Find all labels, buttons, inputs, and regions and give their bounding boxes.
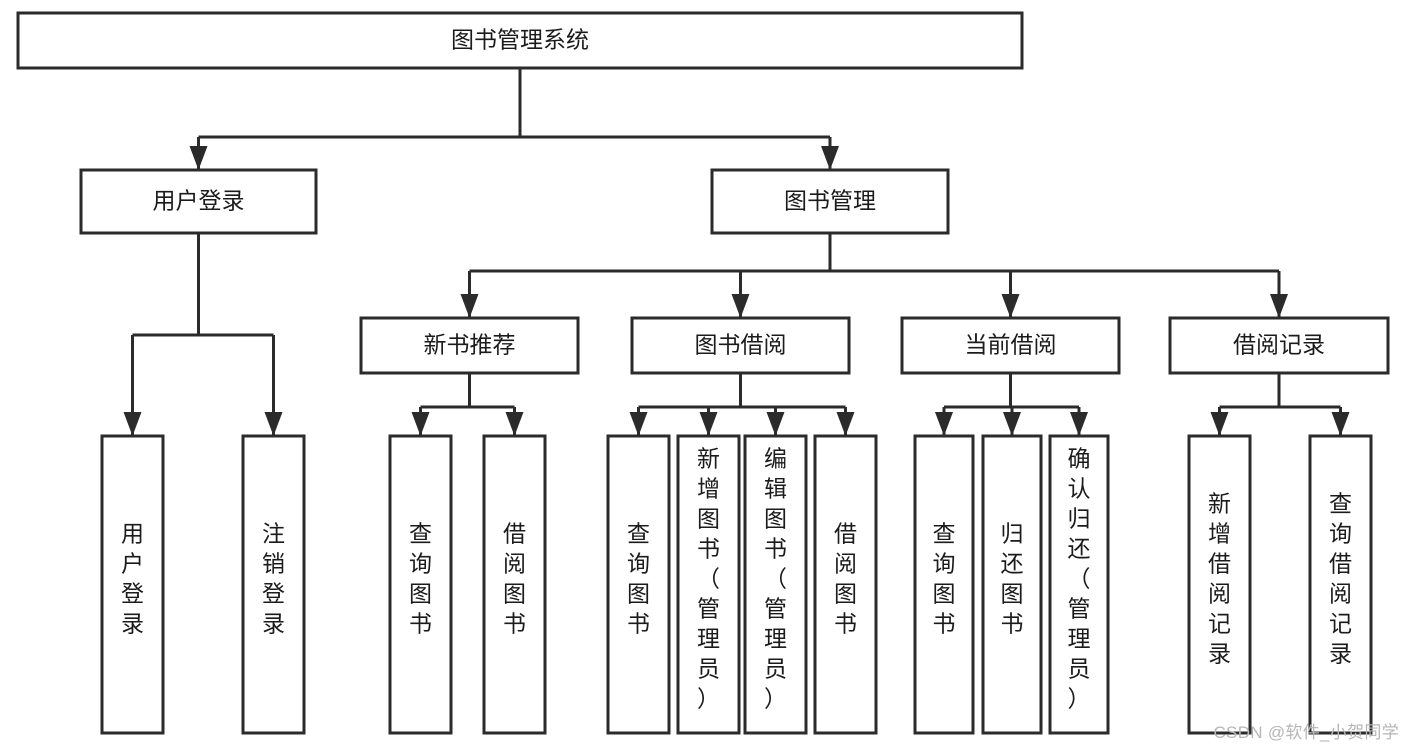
edge-group-new-book-rec xyxy=(411,373,524,436)
node-leaf-borrow-book-2[interactable]: 借阅图书 xyxy=(813,434,878,735)
node-box-leaf-borrow-book-2 xyxy=(813,434,878,735)
arrow-head-icon xyxy=(629,412,648,436)
node-label-leaf-user-logout: 注销登录 xyxy=(262,521,285,637)
node-borrow-record[interactable]: 借阅记录 xyxy=(1168,316,1390,375)
arrow-head-icon xyxy=(766,412,785,436)
arrow-head-icon xyxy=(1210,412,1229,436)
arrow-head-icon xyxy=(411,412,430,436)
arrow-head-icon xyxy=(189,146,208,170)
arrow-head-icon xyxy=(1270,294,1288,318)
node-box-leaf-query-record xyxy=(1308,434,1373,735)
node-label-book-manage: 图书管理 xyxy=(784,188,876,214)
node-label-leaf-borrow-book-2: 借阅图书 xyxy=(834,521,857,637)
arrow-head-icon xyxy=(1001,294,1020,318)
node-box-borrow-record xyxy=(1168,316,1390,375)
node-leaf-user-logout[interactable]: 注销登录 xyxy=(241,434,306,735)
edge-group-user-login xyxy=(123,233,283,436)
arrow-head-icon xyxy=(460,294,479,318)
node-box-root xyxy=(16,11,1024,70)
node-label-borrow-record: 借阅记录 xyxy=(1233,332,1325,358)
node-label-leaf-query-book-1: 查询图书 xyxy=(409,521,432,637)
arrow-head-icon xyxy=(836,412,855,436)
node-label-leaf-user-login: 用户登录 xyxy=(121,521,144,637)
node-box-user-login xyxy=(79,168,318,235)
arrow-head-icon xyxy=(821,146,839,170)
node-label-leaf-return-book: 归还图书 xyxy=(1001,521,1024,637)
node-root[interactable]: 图书管理系统 xyxy=(16,11,1024,70)
arrow-head-icon xyxy=(935,412,953,436)
node-label-user-login: 用户登录 xyxy=(153,188,245,214)
node-leaf-query-book-1[interactable]: 查询图书 xyxy=(388,434,453,735)
node-leaf-query-book-3[interactable]: 查询图书 xyxy=(913,434,975,735)
node-leaf-edit-book[interactable]: 编辑图书（管理员） xyxy=(743,434,808,735)
edge-group-root xyxy=(189,68,839,170)
node-box-leaf-add-record xyxy=(1187,434,1252,735)
node-label-leaf-edit-book: 编辑图书（管理员） xyxy=(764,446,787,712)
node-label-leaf-add-record: 新增借阅记录 xyxy=(1208,491,1231,667)
node-box-leaf-query-book-3 xyxy=(913,434,975,735)
node-box-leaf-add-book xyxy=(676,434,741,735)
arrow-head-icon xyxy=(1003,412,1021,436)
node-label-leaf-query-book-3: 查询图书 xyxy=(933,521,956,637)
node-box-leaf-query-book-1 xyxy=(388,434,453,735)
node-label-leaf-borrow-book-1: 借阅图书 xyxy=(503,521,526,637)
node-current-borrow[interactable]: 当前借阅 xyxy=(900,316,1121,375)
node-new-book-rec[interactable]: 新书推荐 xyxy=(359,316,580,375)
node-leaf-user-login[interactable]: 用户登录 xyxy=(100,434,165,735)
arrow-head-icon xyxy=(1331,412,1350,436)
node-label-leaf-add-book: 新增图书（管理员） xyxy=(697,446,720,712)
node-label-root: 图书管理系统 xyxy=(451,27,589,53)
arrow-head-icon xyxy=(123,412,142,436)
node-user-login[interactable]: 用户登录 xyxy=(79,168,318,235)
edge-group-current-borrow xyxy=(935,373,1088,436)
node-box-leaf-user-logout xyxy=(241,434,306,735)
arrow-head-icon xyxy=(264,412,283,436)
node-box-leaf-confirm-return xyxy=(1048,434,1110,735)
node-leaf-query-record[interactable]: 查询借阅记录 xyxy=(1308,434,1373,735)
node-label-leaf-confirm-return: 确认归还（管理员） xyxy=(1068,446,1091,712)
node-book-borrow[interactable]: 图书借阅 xyxy=(630,316,851,375)
node-leaf-return-book[interactable]: 归还图书 xyxy=(981,434,1043,735)
node-box-book-borrow xyxy=(630,316,851,375)
node-leaf-add-record[interactable]: 新增借阅记录 xyxy=(1187,434,1252,735)
node-box-leaf-edit-book xyxy=(743,434,808,735)
node-box-leaf-return-book xyxy=(981,434,1043,735)
arrow-head-icon xyxy=(699,412,718,436)
edge-group-book-borrow xyxy=(629,373,855,436)
connector-layer xyxy=(123,68,1350,436)
node-box-current-borrow xyxy=(900,316,1121,375)
arrow-head-icon xyxy=(731,294,750,318)
node-layer: 图书管理系统用户登录图书管理新书推荐图书借阅当前借阅借阅记录用户登录注销登录查询… xyxy=(16,11,1390,735)
node-box-leaf-borrow-book-1 xyxy=(482,434,547,735)
node-leaf-query-book-2[interactable]: 查询图书 xyxy=(606,434,671,735)
csdn-watermark: CSDN @软件_小贺同学 xyxy=(1213,723,1399,742)
node-book-manage[interactable]: 图书管理 xyxy=(710,168,950,235)
edge-group-borrow-record xyxy=(1210,373,1350,436)
node-leaf-borrow-book-1[interactable]: 借阅图书 xyxy=(482,434,547,735)
arrow-head-icon xyxy=(505,412,524,436)
node-label-leaf-query-record: 查询借阅记录 xyxy=(1329,491,1352,667)
node-leaf-confirm-return[interactable]: 确认归还（管理员） xyxy=(1048,434,1110,735)
node-box-new-book-rec xyxy=(359,316,580,375)
node-label-book-borrow: 图书借阅 xyxy=(695,332,787,358)
edge-group-book-manage xyxy=(460,233,1288,318)
arrow-head-icon xyxy=(1070,412,1088,436)
node-label-current-borrow: 当前借阅 xyxy=(965,332,1057,358)
node-box-leaf-query-book-2 xyxy=(606,434,671,735)
node-box-book-manage xyxy=(710,168,950,235)
node-label-leaf-query-book-2: 查询图书 xyxy=(627,521,650,637)
node-box-leaf-user-login xyxy=(100,434,165,735)
node-label-new-book-rec: 新书推荐 xyxy=(424,332,516,358)
node-leaf-add-book[interactable]: 新增图书（管理员） xyxy=(676,434,741,735)
